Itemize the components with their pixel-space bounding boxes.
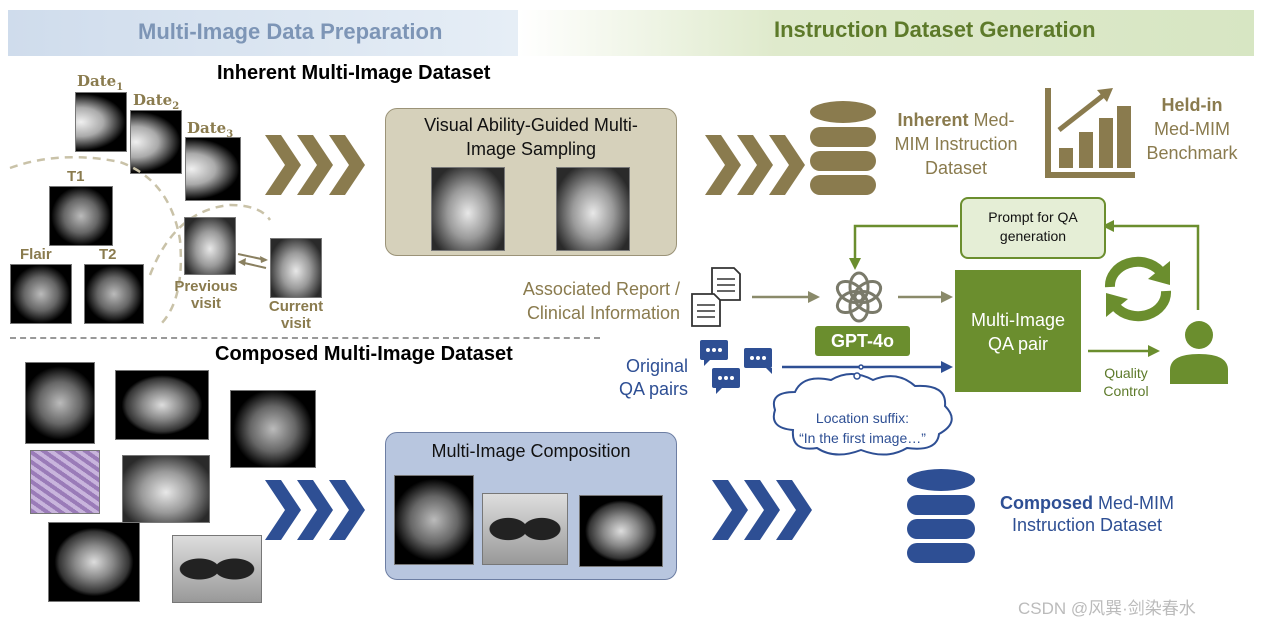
document-icon [691,267,741,327]
mammogram-image-3 [185,137,241,201]
inherent-dataset-title: Inherent Multi-Image Dataset [217,62,491,84]
current-visit-label: Current visit [268,298,324,332]
gpt-4o-label: GPT-4o [815,326,910,356]
date-label-2: Date2 [133,91,180,112]
qa-pair-box-text: Multi-Image QA pair [970,310,1066,354]
header-right-title: Instruction Dataset Generation [774,17,1096,42]
mri-t2-image [84,264,144,324]
inherent-dataset-label: Inherent Med-MIM Instruction Dataset [894,110,1018,178]
refresh-cycle-icon [1104,256,1172,322]
composition-image-2 [482,493,568,565]
database-icon-inherent [810,101,876,195]
composition-image-3 [579,495,663,567]
benchmark-chart-icon [1045,88,1135,178]
sampling-box: Visual Ability-Guided Multi-Image Sampli… [385,108,677,256]
mammogram-image-2 [130,110,182,174]
prompt-box: Prompt for QA generation [960,197,1106,259]
composed-abdomen-ct-2 [48,522,140,602]
location-suffix-line1: Location suffix: [815,410,910,426]
date-label-1: Date1 [77,72,124,93]
composed-chest-xray [122,455,210,523]
composed-dataset-label: Composed Med-MIM Instruction Dataset [999,493,1174,535]
t1-label: T1 [67,168,85,185]
location-suffix-cloud [772,364,953,456]
t2-label: T2 [99,246,117,263]
gpt-logo-icon [835,271,883,323]
sampling-xray-2 [556,167,630,251]
chat-bubbles-icon [700,340,772,394]
previous-visit-label: Previous visit [174,278,238,312]
composed-abdomen-ct-1 [115,370,209,440]
quality-control-label: Quality Control [1103,365,1149,399]
prompt-box-text: Prompt for QA generation [988,209,1078,244]
mammogram-image-1 [75,92,127,152]
qa-pair-box: Multi-Image QA pair [955,270,1081,392]
location-suffix-line2: “In the first image…” [799,430,926,446]
section-divider [10,337,600,339]
composed-lung-ct [172,535,262,603]
composed-brain-mri [230,390,316,468]
chevrons-gold-right [705,135,805,195]
header-band-left [8,10,518,56]
watermark: CSDN @风巽·剑染春水 [1018,599,1196,618]
flair-label: Flair [20,246,52,263]
previous-visit-xray [184,217,236,275]
composed-histology [30,450,100,514]
date-label-3: Date3 [187,119,234,140]
original-qa-label: Original QA pairs [618,356,688,399]
person-icon [1170,321,1228,384]
chevrons-blue-right [712,480,812,540]
header-band-right [518,10,1254,56]
database-icon-composed [907,469,975,563]
chevrons-blue-left [265,480,365,540]
mri-t1-image [49,186,113,246]
header-left-title: Multi-Image Data Preparation [138,19,443,44]
composition-image-1 [394,475,474,565]
current-visit-xray [270,238,322,298]
sampling-box-title: Visual Ability-Guided Multi-Image Sampli… [424,115,638,159]
visit-compare-arrows [237,253,268,269]
composed-brain-ct [25,362,95,444]
associated-report-label: Associated Report / Clinical Information [522,279,680,323]
composition-box: Multi-Image Composition [385,432,677,580]
composition-box-title: Multi-Image Composition [431,441,631,461]
composed-dataset-title: Composed Multi-Image Dataset [215,343,513,365]
location-suffix-text: Location suffix: “In the first image…” [780,408,945,448]
chevrons-gold-left [265,135,365,195]
mri-flair-image [10,264,72,324]
sampling-xray-1 [431,167,505,251]
